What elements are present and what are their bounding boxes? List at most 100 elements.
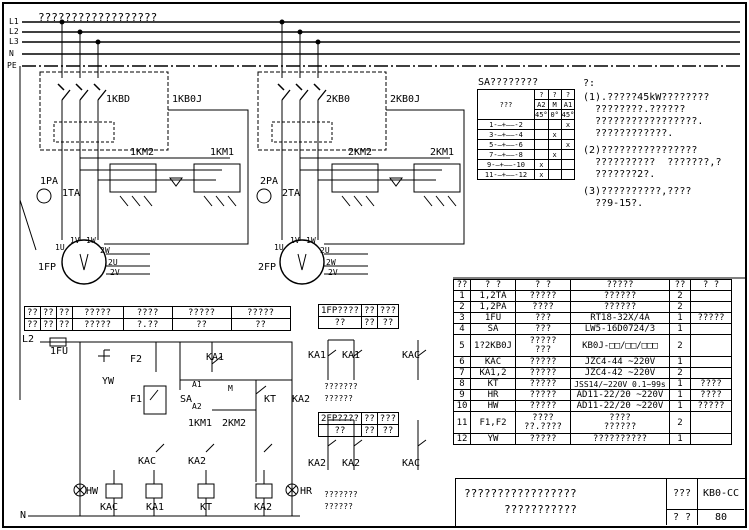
parts-cell: 4 [453,323,471,335]
note-line: ?????????????????. [583,116,704,127]
parts-cell [690,433,732,445]
ctrl-sa-label: SA [180,394,193,405]
left-km1-label: 1KM1 [210,147,235,158]
sa-mark: x [547,129,562,140]
note-line: ????????????. [583,128,674,139]
bus-label-l2: L2 [9,27,19,36]
sa-angle-1: 45° [534,109,549,120]
right-km1-label: 2KM1 [430,147,455,158]
fp2-header-cell: ?? [360,412,378,425]
parts-cell: HR [470,389,516,401]
ctrl-f1-label: F1 [130,394,143,405]
left-km2-label: 1KM2 [130,147,155,158]
right-km2-label: 2KM2 [348,147,373,158]
parts-cell: ????? [690,400,732,412]
parts-cell: ???? ?????? [570,411,670,434]
left-pa-label: 1PA [40,176,59,187]
ctrl-header-cell: ?? [39,306,57,319]
parts-cell: 8 [453,378,471,390]
left-term-1w: 1W [86,236,96,245]
control-circuit [28,337,300,517]
coil-kt-label: KT [200,502,213,513]
parts-cell: ????? [515,378,571,390]
note-line: (1).?????45kW???????? [583,92,710,103]
parts-cell: ???? [690,389,732,401]
parts-cell: ????? [515,400,571,412]
left-term-2w: 2W [100,246,110,255]
parts-cell: 5 [453,334,471,357]
side-note-3: ??????? [324,490,358,499]
sa-mark: x [534,169,549,180]
parts-header-cell: ? ? [515,279,571,291]
parts-cell: JSS14/~220V 0.1~99s [570,378,670,390]
left-power-circuit [19,19,249,400]
right-pa-label: 2PA [260,176,279,187]
side-ka2b-label: KA2 [342,458,361,469]
note-line: ??9-15?. [583,198,644,209]
parts-cell: 1 [669,323,691,335]
parts-cell: ????? ??? [515,334,571,357]
ctrl-header-cell: ?? [55,306,73,319]
ctrl-m-label: M [228,384,233,393]
parts-cell [690,356,732,368]
ctrl-a1-label: A1 [192,380,202,389]
side-note-4: ?????? [324,502,353,511]
parts-cell: 1 [669,433,691,445]
title-name-line2: ??????????? [504,503,577,516]
fp1-header-cell: ?? [318,316,362,329]
parts-cell: 10 [453,400,471,412]
side-ka1b-label: KA1 [342,350,361,361]
parts-cell: 1 [669,356,691,368]
coil-ka1-label: KA1 [146,502,165,513]
parts-cell: 1FU [470,312,516,324]
sa-mark [547,139,562,150]
sa-contact: 7-—+——-8 [477,149,535,160]
sa-mark [547,159,562,170]
parts-cell: KB0J-□□/□□/□□□ [570,334,670,357]
sa-mark: x [534,159,549,170]
parts-cell: 1,2PA [470,301,516,313]
sa-mark [560,169,576,180]
parts-cell: 1 [453,290,471,302]
table-row: 3-—+——-4 x [477,129,576,140]
sa-contact: 3-—+——-4 [477,129,535,140]
sa-contact: 9-—+——-10 [477,159,535,170]
ctrl-kac-label: KAC [138,456,157,467]
parts-cell: 2 [669,290,691,302]
right-ta-label: 2TA [282,188,301,199]
ctrl-kt-label: KT [264,394,277,405]
code-value-cell: KB0-CC [698,479,744,510]
parts-header-cell: ????? [570,279,670,291]
parts-cell: ????? [515,367,571,379]
sa-angle-3: 45° [560,109,576,120]
parts-cell: 2 [669,411,691,434]
fp2-header-cell: ?? [318,424,362,437]
ctrl-header-cell: ????? [230,306,291,319]
side-kac-label: KAC [402,350,421,361]
sa-mark [534,119,549,130]
parts-cell: ??? [515,323,571,335]
sa-mark: x [547,149,562,160]
right-term-1w: 1W [306,236,316,245]
fp1-header-cell: 1FP???? [318,304,362,317]
parts-cell [690,290,732,302]
parts-header-cell: ?? [669,279,691,291]
side-ka2-label: KA2 [308,458,327,469]
parts-cell: 2 [669,301,691,313]
ctrl-hr-label: HR [300,486,313,497]
left-term-2v: 2V [110,268,120,277]
parts-cell: 1 [669,400,691,412]
parts-cell [690,301,732,313]
sa-mark: x [560,139,576,150]
parts-cell: ?????? [570,301,670,313]
ctrl-header-cell: ?? [55,318,73,331]
right-kbd-label: 2KB0 [326,94,351,105]
parts-header-cell: ?? [453,279,471,291]
